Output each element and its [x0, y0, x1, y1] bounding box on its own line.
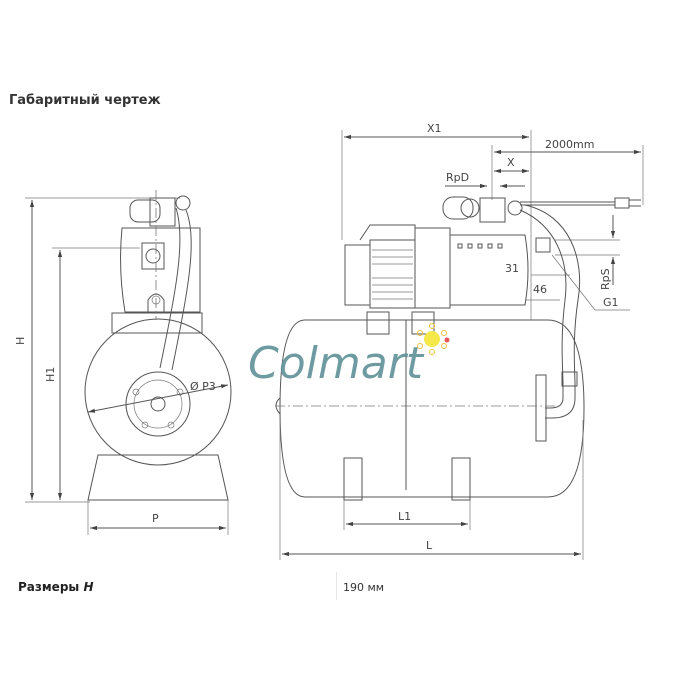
label-P: P: [152, 512, 159, 525]
label-cable: 2000mm: [545, 138, 594, 151]
label-H: H: [14, 337, 27, 345]
spec-label-text: Размеры: [18, 580, 80, 594]
label-X1: X1: [427, 122, 442, 135]
label-H1: H1: [44, 367, 57, 382]
dim-P3: [87, 384, 229, 413]
label-P3: Ø P3: [190, 380, 216, 393]
front-view: H H1 P Ø P3: [14, 190, 232, 535]
label-L1: L1: [398, 510, 411, 523]
side-view: X1 2000mm X RpD 31 46: [275, 122, 644, 560]
label-RpS: RpS: [599, 268, 612, 290]
svg-text:Colmart: Colmart: [248, 338, 425, 389]
label-L: L: [426, 539, 433, 552]
label-G1: G1: [603, 296, 619, 309]
label-RpD: RpD: [446, 171, 469, 184]
spec-label: Размеры H: [18, 580, 94, 594]
watermark-logo: Colmart: [248, 323, 450, 389]
label-X: X: [507, 156, 515, 169]
spec-value: 190 мм: [343, 581, 385, 594]
label-46: 46: [533, 283, 547, 296]
table-divider: [336, 572, 337, 600]
spec-label-variable: H: [83, 580, 94, 594]
page-title: Габаритный чертеж: [9, 93, 161, 108]
sun-icon: [417, 323, 450, 355]
label-31: 31: [505, 262, 519, 275]
